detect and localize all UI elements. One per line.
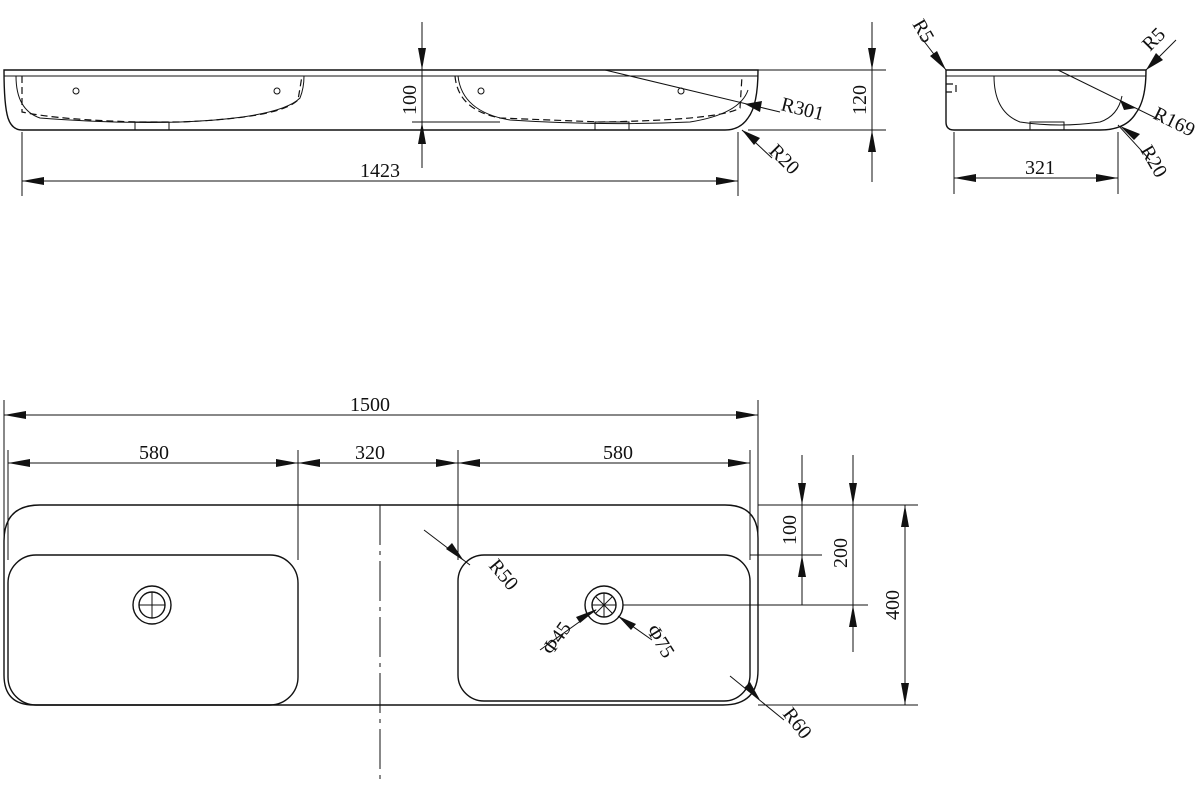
top-drain-small-arrow (576, 609, 597, 623)
side-depth-arrow-right (1096, 174, 1118, 182)
top-middle-arrow-right (436, 459, 458, 467)
front-bowl-depth-arrow-bottom (418, 122, 426, 144)
top-r60-arrow (744, 682, 760, 700)
top-bowl-offset-arrow-top (798, 483, 806, 505)
front-width-arrow-right (716, 177, 738, 185)
top-right-bowl-arrow-right (728, 459, 750, 467)
top-left-bowl-arrow-left (8, 459, 30, 467)
front-r20-arrow (742, 130, 760, 145)
top-r60-label: R60 (778, 704, 816, 744)
top-middle-arrow-left (298, 459, 320, 467)
front-bowl-depth-label: 100 (399, 85, 421, 115)
front-right-bowl-curve (457, 75, 749, 125)
top-bowl-offset-label: 100 (779, 515, 801, 545)
top-right-bowl-width-label: 580 (603, 442, 633, 464)
top-total-depth-arrow-bottom (901, 683, 909, 705)
front-bowl-depth-arrow-top (418, 48, 426, 70)
top-r60-leader (729, 675, 785, 721)
front-overflow-hole-1 (72, 87, 80, 95)
side-view-hidden-line (946, 83, 957, 93)
top-right-drain (584, 585, 624, 625)
front-r20-label: R20 (764, 140, 803, 179)
side-depth-label: 321 (1025, 157, 1055, 179)
front-left-bowl-curve (15, 75, 305, 123)
top-r50-arrow (446, 543, 464, 561)
front-r301-arrow (745, 101, 762, 112)
side-r5-right-arrow (1146, 53, 1163, 70)
top-right-bowl-arrow-left (458, 459, 480, 467)
side-r5-left-label: R5 (908, 16, 939, 47)
top-total-depth-label: 400 (882, 590, 904, 620)
side-view-drain (1029, 121, 1065, 131)
top-view-outline (3, 504, 759, 706)
top-drain-large-arrow (618, 616, 636, 630)
side-r20-label: R20 (1136, 142, 1172, 182)
top-drain-offset-arrow-bottom (849, 605, 857, 627)
front-overflow-hole-3 (477, 87, 485, 95)
top-view: 1500 580 320 580 100 200 (3, 394, 918, 780)
front-right-drain (594, 121, 630, 131)
side-r169-arrow (1120, 100, 1136, 110)
front-width-arrow-left (22, 177, 44, 185)
top-left-bowl-width-label: 580 (139, 442, 169, 464)
front-left-drain (134, 121, 170, 131)
top-bowl-offset-arrow-bottom (798, 555, 806, 577)
top-total-width-label: 1500 (350, 394, 390, 416)
top-drain-offset-arrow-top (849, 483, 857, 505)
top-left-drain (132, 585, 172, 625)
top-drain-large-label: Φ75 (642, 621, 679, 662)
top-drain-small-label: Φ45 (538, 618, 576, 659)
front-width-label: 1423 (360, 160, 400, 182)
side-r5-left-arrow (930, 51, 946, 70)
side-view-bowl-curve (993, 75, 1123, 126)
front-view: 1423 100 120 R301 R20 (3, 22, 886, 196)
top-total-depth-arrow-top (901, 505, 909, 527)
top-right-bowl (457, 554, 751, 702)
side-r169-label: R169 (1150, 103, 1199, 142)
top-left-bowl-arrow-right (276, 459, 298, 467)
top-total-width-arrow-right (736, 411, 758, 419)
front-left-bowl-hidden-line (21, 75, 303, 123)
front-height-label: 120 (849, 85, 871, 115)
front-right-bowl-hidden-line (454, 75, 743, 123)
top-r50-label: R50 (484, 555, 522, 595)
top-middle-width-label: 320 (355, 442, 385, 464)
side-view-outline (945, 69, 1147, 131)
side-depth-arrow-left (954, 174, 976, 182)
front-overflow-hole-2 (273, 87, 281, 95)
front-height-arrow-top (868, 48, 876, 70)
front-r301-label: R301 (779, 94, 826, 126)
side-r20-leader (1117, 124, 1151, 161)
front-height-arrow-bottom (868, 130, 876, 152)
side-view: R5 R5 R169 R20 321 (908, 16, 1199, 194)
top-drain-offset-label: 200 (830, 538, 852, 568)
top-left-bowl (7, 554, 299, 706)
side-r169-leader (1057, 69, 1161, 121)
top-total-width-arrow-left (4, 411, 26, 419)
side-r20-arrow (1120, 126, 1140, 140)
